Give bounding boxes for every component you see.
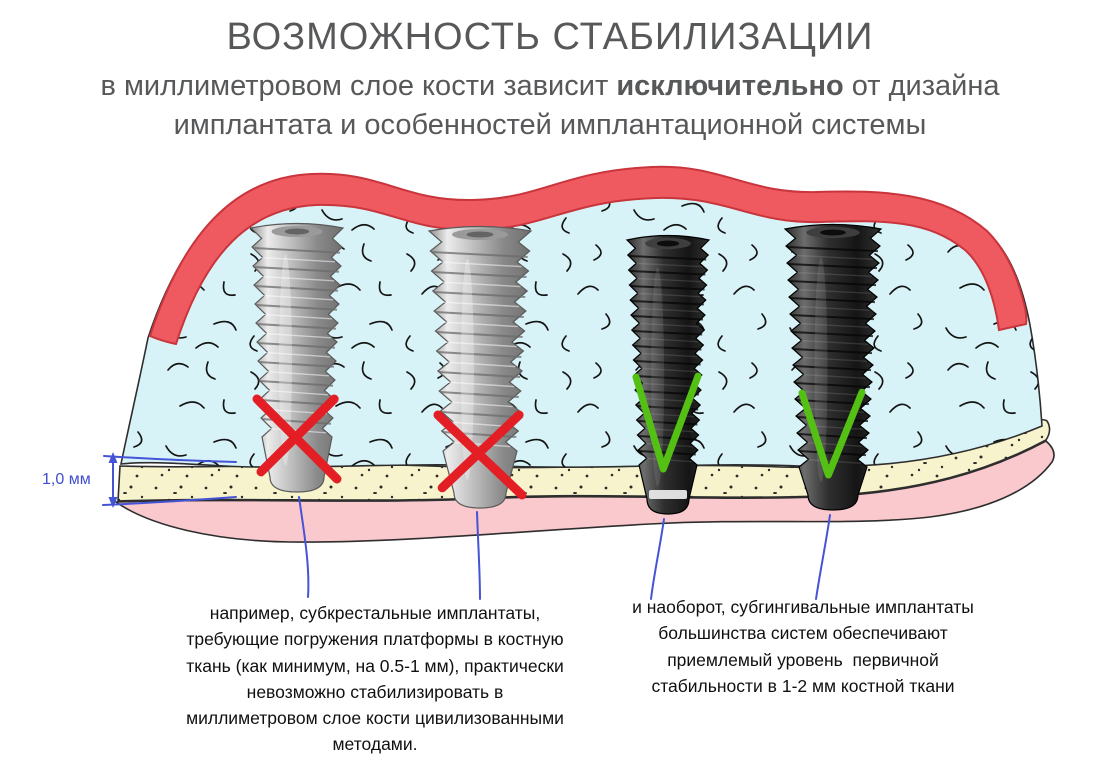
subtitle-line-1: в миллиметровом слое кости зависит исклю… [0, 67, 1100, 106]
subtitle-line-1-pre: в миллиметровом слое кости зависит [100, 69, 617, 102]
measurement-label: 1,0 мм [42, 471, 91, 488]
pointer-line-2 [476, 511, 481, 600]
header: ВОЗМОЖНОСТЬ СТАБИЛИЗАЦИИ в миллиметровом… [0, 16, 1100, 144]
check-mark-3 [632, 372, 702, 473]
implants-group [249, 222, 883, 515]
subtitle-line-1-post: от дизайна [843, 69, 1000, 102]
implant-polished-collar [649, 490, 687, 499]
implant-3 [625, 234, 711, 515]
measurement-arrows [102, 452, 237, 508]
result-marks-group [252, 372, 866, 500]
implant-body [249, 222, 345, 493]
page-title: ВОЗМОЖНОСТЬ СТАБИЛИЗАЦИИ [226, 16, 874, 58]
measurement-top-line [103, 455, 237, 463]
check-mark-4 [798, 388, 866, 479]
cross-mark-2 [433, 410, 527, 500]
page-subtitle: в миллиметровом слое кости зависит исклю… [0, 67, 1100, 145]
measurement-arrowhead-down [108, 497, 118, 508]
measurement-bottom-line [102, 496, 237, 506]
annotation-left: например, субкрестальные имплантаты, тре… [186, 603, 564, 755]
implant-1 [249, 222, 345, 493]
cross-mark-1 [252, 394, 342, 484]
pointer-lines [298, 496, 831, 600]
pointer-line-3 [650, 518, 665, 600]
pointer-line-4 [815, 514, 831, 600]
implant-body [625, 234, 711, 515]
subtitle-line-2: имплантата и особенностей имплантационно… [173, 108, 927, 141]
measurement-arrowhead-up [108, 452, 118, 463]
pointer-line-1 [298, 496, 310, 598]
annotation-right: и наоборот, субгингивальные имплантаты б… [632, 597, 974, 696]
subtitle-line-1-bold: исключительно [616, 69, 844, 102]
mucosa-layer [148, 165, 1028, 346]
implant-2 [427, 225, 533, 509]
